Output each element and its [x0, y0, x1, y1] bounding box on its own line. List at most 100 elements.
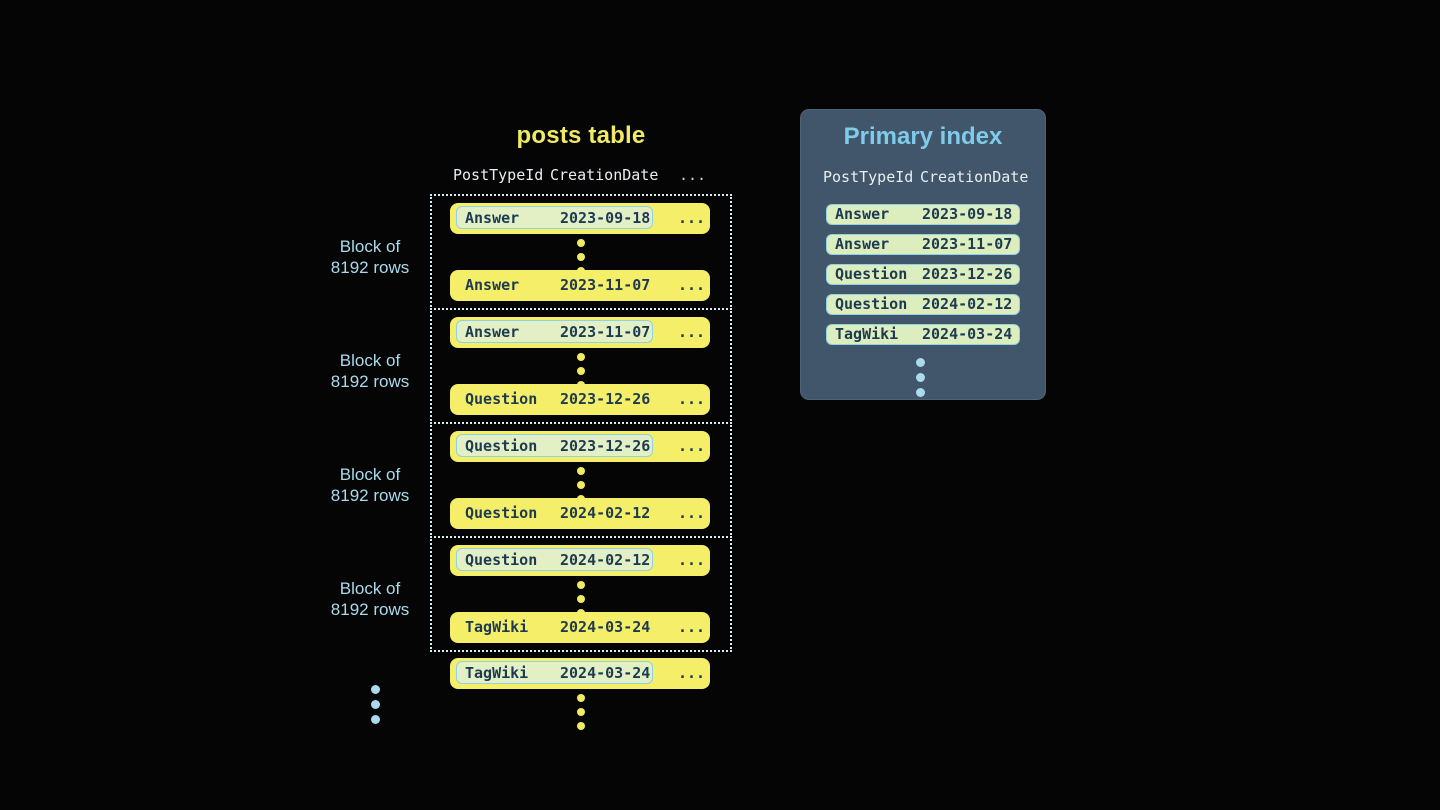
index-entry-row: Question 2024-02-12	[826, 294, 1020, 315]
row-ellipsis: ...	[678, 323, 706, 341]
row-ellipsis: ...	[678, 664, 706, 682]
table-row-highlighted: TagWiki 2024-03-24...	[450, 658, 710, 689]
more-index-entries-ellipsis-dots	[916, 358, 925, 403]
ellipsis-dot	[577, 239, 585, 247]
index-key-highlight	[456, 320, 653, 343]
row-ellipsis: ...	[678, 618, 706, 636]
creation-date-cell: 2024-02-12	[560, 504, 651, 522]
column-header-posttypeid: PostTypeId	[823, 168, 914, 186]
ellipsis-dot	[577, 467, 585, 475]
post-type-cell: TagWiki	[465, 618, 529, 636]
primary-index-title: Primary index	[843, 123, 1003, 150]
table-row-highlighted: Answer 2023-09-18...	[450, 203, 710, 234]
column-header-posttypeid: PostTypeId	[453, 166, 544, 184]
block-label-line: 8192 rows	[330, 486, 410, 505]
primary-index-panel: Primary index PostTypeId CreationDate An…	[800, 109, 1046, 400]
index-entry-row: Answer 2023-09-18	[826, 204, 1020, 225]
creation-date-cell: 2023-09-18	[922, 205, 1013, 223]
ellipsis-dot	[577, 253, 585, 261]
row-ellipsis: ...	[678, 504, 706, 522]
ellipsis-dot	[577, 694, 585, 702]
post-type-cell: Question	[465, 551, 538, 569]
ellipsis-dot	[577, 722, 585, 730]
creation-date-cell: 2024-02-12	[560, 551, 651, 569]
post-type-cell: Answer	[465, 323, 520, 341]
column-header-ellipsis: ...	[679, 166, 707, 184]
ellipsis-dot	[916, 373, 925, 382]
post-type-cell: Answer	[835, 235, 890, 253]
block-label-line: Block of	[339, 351, 401, 370]
block-label-line: 8192 rows	[330, 600, 410, 619]
creation-date-cell: 2023-11-07	[922, 235, 1013, 253]
table-row: TagWiki 2024-03-24...	[450, 612, 710, 643]
row-ellipsis: ...	[678, 276, 706, 294]
index-key-highlight	[456, 434, 653, 457]
index-key-highlight	[456, 661, 653, 684]
ellipsis-dot	[371, 685, 380, 694]
index-entry-row: Answer 2023-11-07	[826, 234, 1020, 255]
creation-date-cell: 2023-12-26	[560, 437, 651, 455]
block-label-line: Block of	[339, 465, 401, 484]
creation-date-cell: 2023-12-26	[922, 265, 1013, 283]
table-row: Question 2024-02-12...	[450, 498, 710, 529]
table-row-highlighted: Question 2024-02-12...	[450, 545, 710, 576]
ellipsis-dot	[577, 367, 585, 375]
post-type-cell: Question	[835, 265, 908, 283]
row-ellipsis: ...	[678, 390, 706, 408]
column-header-creationdate: CreationDate	[550, 166, 659, 184]
post-type-cell: Question	[465, 504, 538, 522]
table-row-highlighted: Question 2023-12-26...	[450, 431, 710, 462]
creation-date-cell: 2023-11-07	[560, 276, 651, 294]
post-type-cell: Question	[465, 437, 538, 455]
post-type-cell: TagWiki	[465, 664, 529, 682]
block-label-line: 8192 rows	[330, 372, 410, 391]
creation-date-cell: 2024-03-24	[922, 325, 1013, 343]
table-row: Question 2023-12-26...	[450, 384, 710, 415]
row-ellipsis: ...	[678, 551, 706, 569]
block-label-line: Block of	[339, 237, 401, 256]
creation-date-cell: 2023-09-18	[560, 209, 651, 227]
ellipsis-dot	[916, 388, 925, 397]
post-type-cell: Answer	[465, 209, 520, 227]
post-type-cell: Question	[465, 390, 538, 408]
index-entry-row: Question 2023-12-26	[826, 264, 1020, 285]
ellipsis-dot	[577, 581, 585, 589]
table-row-highlighted: Answer 2023-11-07...	[450, 317, 710, 348]
post-type-cell: Question	[835, 295, 908, 313]
creation-date-cell: 2023-12-26	[560, 390, 651, 408]
block-label: Block of 8192 rows	[320, 464, 420, 506]
block-label: Block of 8192 rows	[320, 350, 420, 392]
ellipsis-dot	[916, 358, 925, 367]
creation-date-cell: 2024-03-24	[560, 664, 651, 682]
table-row: Answer 2023-11-07...	[450, 270, 710, 301]
ellipsis-dot	[577, 481, 585, 489]
index-key-highlight	[456, 206, 653, 229]
block-label-line: Block of	[339, 579, 401, 598]
creation-date-cell: 2024-03-24	[560, 618, 651, 636]
ellipsis-dot	[371, 700, 380, 709]
column-header-creationdate: CreationDate	[920, 168, 1029, 186]
creation-date-cell: 2023-11-07	[560, 323, 651, 341]
primary-index-column-headers: PostTypeId CreationDate	[801, 168, 1045, 188]
post-type-cell: Answer	[465, 276, 520, 294]
post-type-cell: Answer	[835, 205, 890, 223]
index-entry-row: TagWiki 2024-03-24	[826, 324, 1020, 345]
more-rows-ellipsis-dots	[577, 694, 585, 736]
ellipsis-dot	[577, 708, 585, 716]
row-ellipsis: ...	[678, 437, 706, 455]
post-type-cell: TagWiki	[835, 325, 899, 343]
index-key-highlight	[456, 548, 653, 571]
row-ellipsis: ...	[678, 209, 706, 227]
more-blocks-ellipsis-dots	[371, 685, 380, 730]
ellipsis-dot	[371, 715, 380, 724]
creation-date-cell: 2024-02-12	[922, 295, 1013, 313]
ellipsis-dot	[577, 353, 585, 361]
posts-table-column-headers: PostTypeId CreationDate ...	[430, 166, 732, 186]
